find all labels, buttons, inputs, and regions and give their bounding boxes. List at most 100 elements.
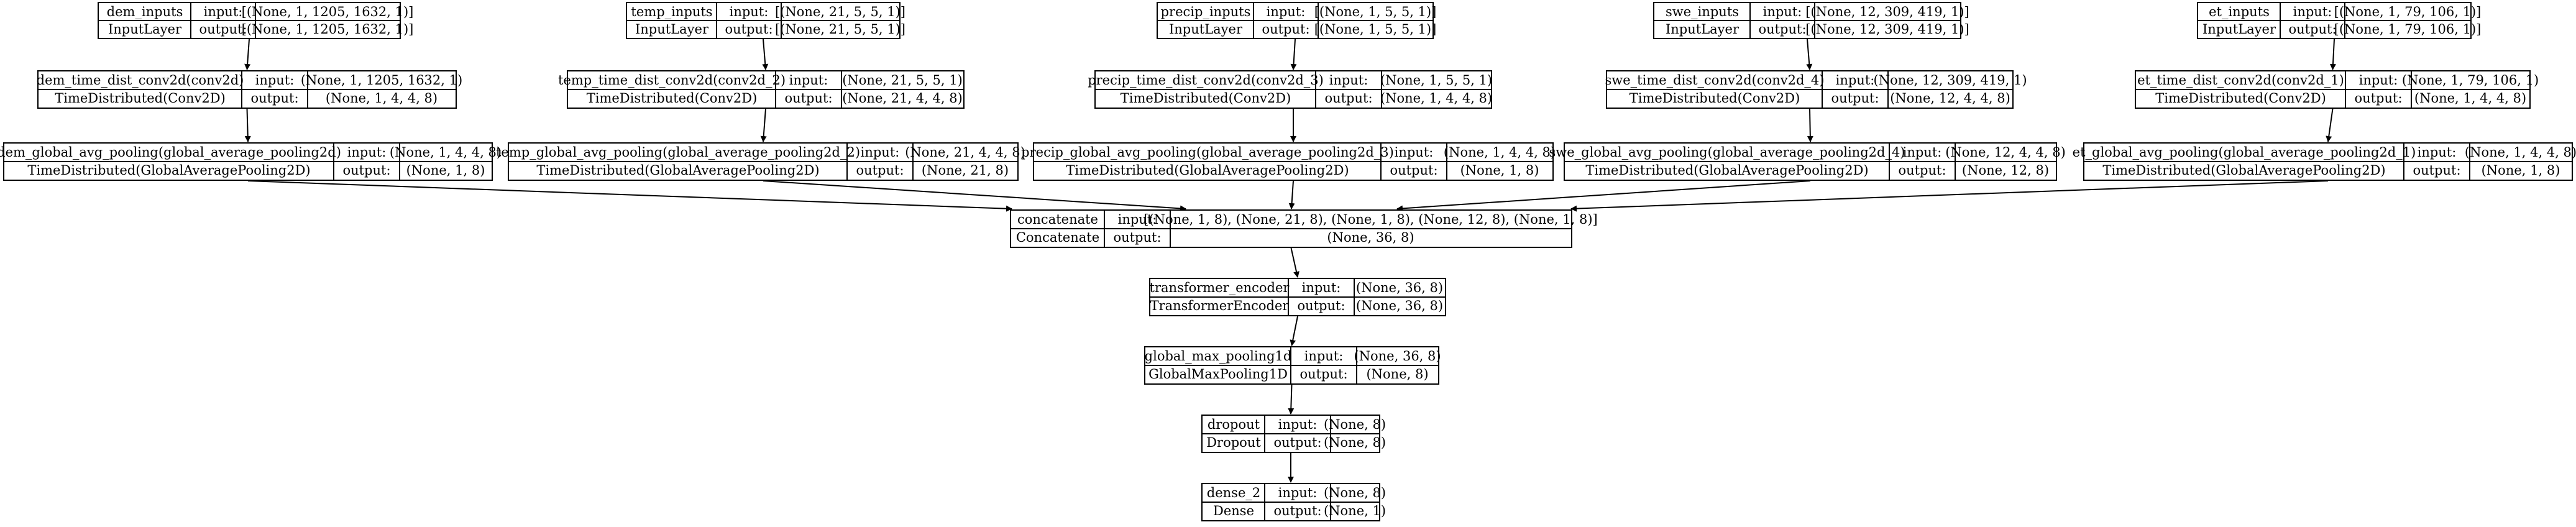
row-divider	[2084, 161, 2572, 162]
input-label: input:	[1304, 349, 1344, 364]
layer-name: et_time_dist_conv2d(conv2d_1)	[2137, 73, 2344, 88]
edge-precip-inputs-to-precip-time-dist	[1290, 39, 1297, 70]
layer-type: Dropout	[1206, 435, 1261, 450]
layer-node-dem-gap: dem_global_avg_pooling(global_average_po…	[0, 142, 502, 181]
input-shape: (None, 21, 4, 4, 8)	[905, 145, 1025, 160]
input-label: input:	[1301, 280, 1341, 295]
layer-type: InputLayer	[635, 21, 709, 37]
layer-name: dem_inputs	[106, 4, 183, 19]
layer-name: temp_global_avg_pooling(global_average_p…	[495, 145, 861, 160]
output-label: output:	[1831, 91, 1879, 106]
layer-node-dem-time-dist: dem_time_dist_conv2d(conv2d)TimeDistribu…	[37, 70, 463, 109]
output-shape: (None, 1, 8)	[406, 163, 485, 178]
input-label: input:	[860, 145, 900, 160]
output-label: output:	[2288, 21, 2337, 37]
input-shape: [(None, 1, 79, 106, 1)]	[2334, 4, 2482, 19]
layer-type: TimeDistributed(Conv2D)	[1120, 91, 1291, 106]
input-label: input:	[1278, 417, 1318, 432]
output-label: output:	[1898, 163, 1946, 178]
layer-node-swe-time-dist: swe_time_dist_conv2d(conv2d_4)TimeDistri…	[1605, 70, 2027, 109]
input-shape: (None, 1, 79, 106, 1)	[2401, 73, 2539, 88]
edge-et-inputs-to-et-time-dist	[2329, 39, 2336, 70]
layer-type: TransformerEncoder	[1150, 298, 1289, 313]
output-label: output:	[342, 163, 391, 178]
input-label: input:	[1835, 73, 1875, 88]
edge-et-gap-to-concatenate	[1570, 180, 2329, 212]
input-shape: [(None, 21, 5, 5, 1)]	[775, 4, 905, 19]
input-shape: (None, 12, 309, 419, 1)	[1873, 73, 2027, 88]
input-shape: (None, 8)	[1323, 485, 1387, 500]
layer-node-et-time-dist: et_time_dist_conv2d(conv2d_1) TimeDistrib…	[2135, 70, 2539, 109]
output-label: output:	[199, 21, 247, 37]
layer-type: InputLayer	[2202, 21, 2276, 37]
layer-name: temp_time_dist_conv2d(conv2d_2)	[557, 73, 786, 88]
layer-name: precip_inputs	[1160, 4, 1251, 19]
layer-name: concatenate	[1017, 212, 1098, 227]
row-divider	[1011, 228, 1571, 229]
input-shape: [(None, 1, 5, 5, 1)]	[1314, 4, 1437, 19]
layer-type: TimeDistributed(GlobalAveragePooling2D)	[27, 163, 311, 178]
layer-name: et_global_avg_pooling(global_average_poo…	[2072, 145, 2416, 160]
input-label: input:	[1762, 4, 1802, 19]
output-shape: (None, 12, 8)	[1961, 163, 2050, 178]
output-label: output:	[1113, 230, 1162, 245]
output-shape: (None, 1)	[1323, 503, 1387, 518]
input-label: input:	[1117, 212, 1157, 227]
layer-node-temp-time-dist: temp_time_dist_conv2d(conv2d_2) TimeDistr…	[557, 70, 965, 109]
layer-node-swe-gap: swe_global_avg_pooling(global_average_po…	[1549, 142, 2066, 181]
input-label: input:	[1902, 145, 1942, 160]
row-divider	[1034, 161, 1552, 162]
output-shape: [(None, 1, 79, 106, 1)]	[2334, 21, 2482, 37]
edge-global-max-pooling1d-to-dropout	[1288, 384, 1295, 415]
row-divider	[1565, 161, 2056, 162]
layer-name: temp_inputs	[631, 4, 713, 19]
layer-name: swe_time_dist_conv2d(conv2d_4)	[1605, 73, 1825, 88]
layer-type: InputLayer	[1665, 21, 1739, 37]
output-shape: (None, 21, 8)	[921, 163, 1009, 178]
layer-type: InputLayer	[1168, 21, 1243, 37]
layer-node-temp-gap: temp_global_avg_pooling(global_average_p…	[495, 142, 1025, 181]
output-label: output:	[250, 91, 299, 106]
input-shape: (None, 8)	[1323, 417, 1387, 432]
input-shape: (None, 1, 4, 4, 8)	[1443, 145, 1556, 160]
input-label: input:	[255, 73, 295, 88]
row-divider	[2136, 89, 2529, 90]
output-label: output:	[1262, 21, 1310, 37]
input-label: input:	[203, 4, 243, 19]
output-label: output:	[856, 163, 904, 178]
input-label: input:	[1329, 73, 1368, 88]
input-shape: (None, 1, 1205, 1632, 1)	[300, 73, 463, 88]
layer-type: TimeDistributed(Conv2D)	[55, 91, 226, 106]
layer-name: global_max_pooling1d	[1144, 349, 1292, 364]
output-shape: [(None, 21, 5, 5, 1)]	[775, 21, 905, 37]
edge-dem-inputs-to-dem-time-dist	[244, 39, 251, 70]
output-label: output:	[2354, 91, 2403, 106]
layer-name: swe_inputs	[1665, 4, 1739, 19]
input-shape: (None, 36, 8)	[1354, 349, 1441, 364]
layer-type: TimeDistributed(Conv2D)	[2155, 91, 2326, 106]
layer-node-precip-time-dist: precip_time_dist_conv2d(conv2d_3)TimeDis…	[1088, 70, 1492, 109]
edge-concatenate-to-transformer-encoder	[1290, 247, 1299, 278]
edge-temp-time-dist-to-temp-gap	[760, 108, 767, 142]
edge-transformer-encoder-to-global-max-pooling1d	[1290, 316, 1298, 346]
row-divider	[4, 161, 492, 162]
output-label: output:	[1273, 503, 1322, 518]
edge-swe-gap-to-concatenate	[1396, 180, 1811, 212]
input-shape: (None, 12, 4, 4, 8)	[1945, 145, 2066, 160]
output-label: output:	[2413, 163, 2461, 178]
edge-temp-gap-to-concatenate	[763, 180, 1186, 212]
row-divider	[1203, 502, 1379, 503]
input-shape: (None, 36, 8)	[1355, 280, 1444, 295]
layer-node-et-gap: et_global_avg_pooling(global_average_poo…	[2072, 142, 2576, 181]
edge-dem-time-dist-to-dem-gap	[244, 108, 251, 142]
layer-type: TimeDistributed(Conv2D)	[586, 91, 758, 106]
layer-node-precip-gap: precip_global_avg_pooling(global_average…	[1021, 142, 1556, 181]
row-divider	[1145, 365, 1438, 366]
